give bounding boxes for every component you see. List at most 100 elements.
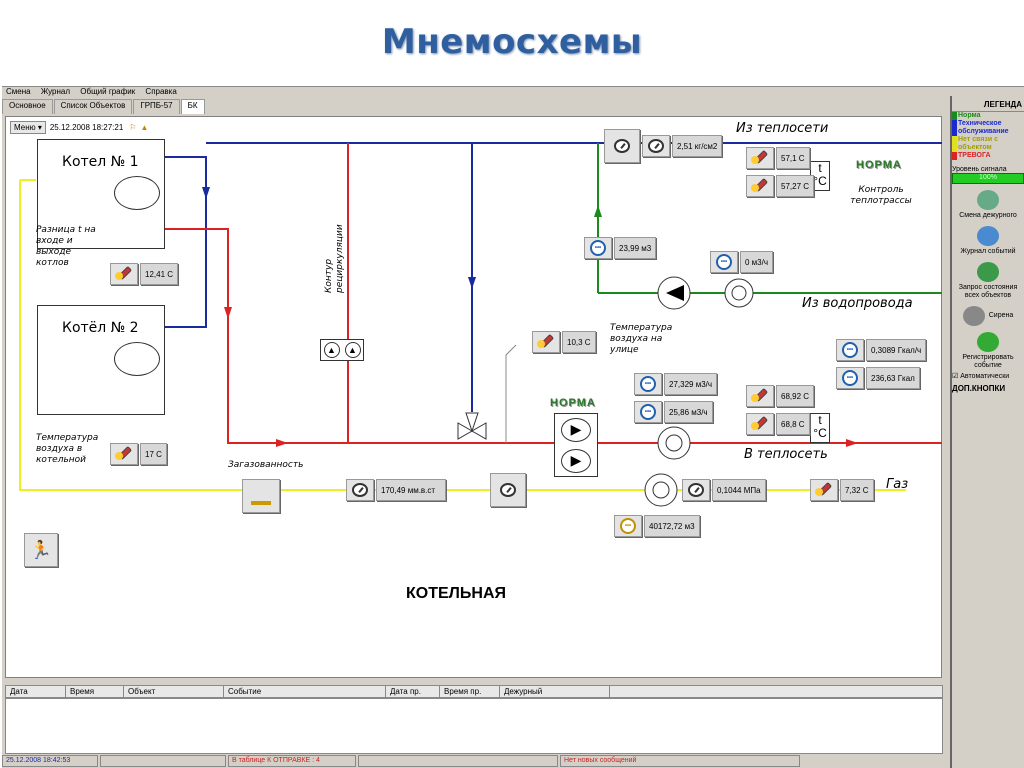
boiler-2-label: Котёл № 2 — [62, 320, 139, 336]
col-event[interactable]: Событие — [224, 686, 386, 697]
pump-b-icon: ▲ — [344, 342, 361, 358]
boiler-2[interactable]: Котёл № 2 — [37, 305, 165, 415]
extra-buttons-label: ДОП.КНОПКИ — [952, 384, 1006, 393]
tab-grpb[interactable]: ГРПБ-57 — [133, 99, 180, 114]
thermometer-icon — [810, 479, 838, 501]
col-object[interactable]: Объект — [124, 686, 224, 697]
circuit-note: Контур рециркуляции — [324, 224, 345, 293]
col-time[interactable]: Время — [66, 686, 124, 697]
sensor-water-volume[interactable]: ••• 23,99 м3 — [584, 237, 657, 259]
change-operator-button[interactable]: Смена дежурного — [952, 190, 1024, 220]
menu-dropdown-button[interactable]: Меню ▾ — [10, 121, 46, 134]
gas-contamination-note: Загазованность — [228, 460, 304, 470]
status-bar: 25.12.2008 18:42:53 В таблице К ОТПРАВКЕ… — [2, 755, 948, 768]
boiler-1-burner-icon — [114, 176, 160, 210]
sensor-flow-1[interactable]: ••• 27,329 м3/ч — [634, 373, 718, 395]
t-unit-top: t °C — [810, 161, 830, 191]
auto-checkbox[interactable]: ☑ Автоматически — [952, 373, 1010, 380]
sensor-t-in-1[interactable]: 57,1 С — [746, 147, 810, 169]
legend-maintenance: Техническое обслуживание — [952, 120, 1024, 136]
sensor-flow-2[interactable]: ••• 25,86 м3/ч — [634, 401, 713, 423]
gas-pressure-2-value: 0,1044 МПа — [712, 479, 766, 501]
water-flow-value: 0 м3/ч — [740, 251, 774, 273]
log-table-body[interactable] — [5, 698, 943, 754]
sensor-gas-manometer[interactable] — [490, 473, 526, 507]
pump-a-icon: ▲ — [323, 342, 340, 358]
legend-maintenance-label: Техническое обслуживание — [958, 120, 1009, 135]
tab-bk[interactable]: БК — [180, 99, 205, 114]
register-icon — [977, 332, 999, 352]
sensor-water-flow[interactable]: ••• 0 м3/ч — [710, 251, 774, 273]
to-heating-label: В теплосеть — [744, 447, 828, 462]
sensor-diff-t[interactable]: 12,41 С — [110, 263, 179, 285]
exit-button[interactable]: 🏃 — [24, 533, 58, 567]
col-date-pr[interactable]: Дата пр. — [386, 686, 440, 697]
sensor-boiler-room-t[interactable]: 17 С — [110, 443, 167, 465]
manometer-icon — [604, 129, 640, 163]
from-heating-label: Из теплосети — [736, 121, 829, 136]
tab-main[interactable]: Основное — [2, 99, 53, 114]
status-datetime: 25.12.2008 18:42:53 — [2, 755, 98, 767]
network-pump-a-icon: ▶ — [561, 417, 591, 442]
tab-objects[interactable]: Список Объектов — [53, 99, 133, 114]
sensor-gas-volume[interactable]: ••• 40172,72 м3 — [614, 515, 700, 537]
lock-icon[interactable]: ▲ — [140, 123, 149, 132]
app-window: Смена Журнал Общий график Справка Основн… — [2, 86, 1024, 768]
heat-total-value: 236,63 Гкал — [866, 367, 920, 389]
request-status-label: Запрос состояния всех объектов — [958, 284, 1018, 299]
col-date[interactable]: Дата — [6, 686, 66, 697]
water-volume-value: 23,99 м3 — [614, 237, 657, 259]
gas-detector-icon — [242, 479, 280, 513]
sensor-t-out-1[interactable]: 68,92 С — [746, 385, 815, 407]
network-pump-b-icon: ▶ — [561, 448, 591, 473]
heat-power-value: 0,3089 Гкал/ч — [866, 339, 927, 361]
register-event-button[interactable]: Регистрировать событие — [952, 332, 1024, 370]
auto-label: Автоматически — [960, 373, 1010, 380]
manometer-icon — [346, 479, 374, 501]
operator-icon — [977, 190, 999, 210]
siren-button[interactable]: Сирена — [952, 306, 1024, 326]
sensor-outdoor-t[interactable]: 10,3 С — [532, 331, 596, 353]
sensor-pressure-heating[interactable]: 2,51 кг/см2 — [604, 129, 723, 163]
boiler-2-burner-icon — [114, 342, 160, 376]
sensor-gas-t[interactable]: 7,32 С — [810, 479, 874, 501]
gas-volume-value: 40172,72 м3 — [644, 515, 700, 537]
slide-title: Мнемосхемы — [381, 22, 643, 62]
tab-strip: Основное Список Объектов ГРПБ-57 БК — [2, 99, 206, 114]
thermometer-icon — [532, 331, 560, 353]
sensor-heat-total[interactable]: ••• 236,63 Гкал — [836, 367, 920, 389]
sensor-gas-contamination[interactable] — [242, 479, 280, 513]
manometer-small-icon — [642, 135, 670, 157]
signal-bar: 100% — [952, 173, 1024, 184]
menu-journal[interactable]: Журнал — [40, 87, 71, 96]
col-time-pr[interactable]: Время пр. — [440, 686, 500, 697]
request-status-button[interactable]: Запрос состояния всех объектов — [952, 262, 1024, 300]
legend-alarm: ТРЕВОГА — [952, 152, 1024, 160]
flowmeter-icon: ••• — [634, 401, 662, 423]
t-unit-bottom: t °C — [810, 413, 830, 443]
sensor-gas-pressure[interactable]: 170,49 мм.в.ст — [346, 479, 446, 501]
flowmeter-icon: ••• — [710, 251, 738, 273]
col-operator[interactable]: Дежурный — [500, 686, 610, 697]
boiler-1[interactable]: Котел № 1 — [37, 139, 165, 249]
running-man-icon: 🏃 — [24, 533, 58, 567]
alarm-icon[interactable]: ⚐ — [129, 123, 137, 132]
menu-shift[interactable]: Смена — [6, 87, 31, 96]
toolbar-datetime: 25.12.2008 18:27:21 — [49, 123, 124, 132]
status-messages: Нет новых сообщений — [560, 755, 800, 767]
sensor-heat-power[interactable]: ••• 0,3089 Гкал/ч — [836, 339, 927, 361]
menu-help[interactable]: Справка — [145, 87, 177, 96]
menu-schedule[interactable]: Общий график — [80, 87, 136, 96]
sensor-t-in-2[interactable]: 57,27 С — [746, 175, 815, 197]
network-pumps[interactable]: ▶ ▶ — [554, 413, 598, 477]
t-out-2-value: 68,8 С — [776, 413, 810, 435]
legend-panel: ЛЕГЕНДА Норма Техническое обслуживание Н… — [950, 96, 1024, 768]
event-log-button[interactable]: Журнал событий — [952, 226, 1024, 256]
recirculation-pump[interactable]: ▲ ▲ — [320, 339, 364, 361]
boiler-room-t-value: 17 С — [140, 443, 167, 465]
norma-badge-top: НОРМА — [856, 159, 902, 171]
legend-title: ЛЕГЕНДА — [952, 96, 1024, 112]
sensor-t-out-2[interactable]: 68,8 С — [746, 413, 810, 435]
sensor-gas-pressure-2[interactable]: 0,1044 МПа — [682, 479, 766, 501]
flowmeter-icon: ••• — [614, 515, 642, 537]
